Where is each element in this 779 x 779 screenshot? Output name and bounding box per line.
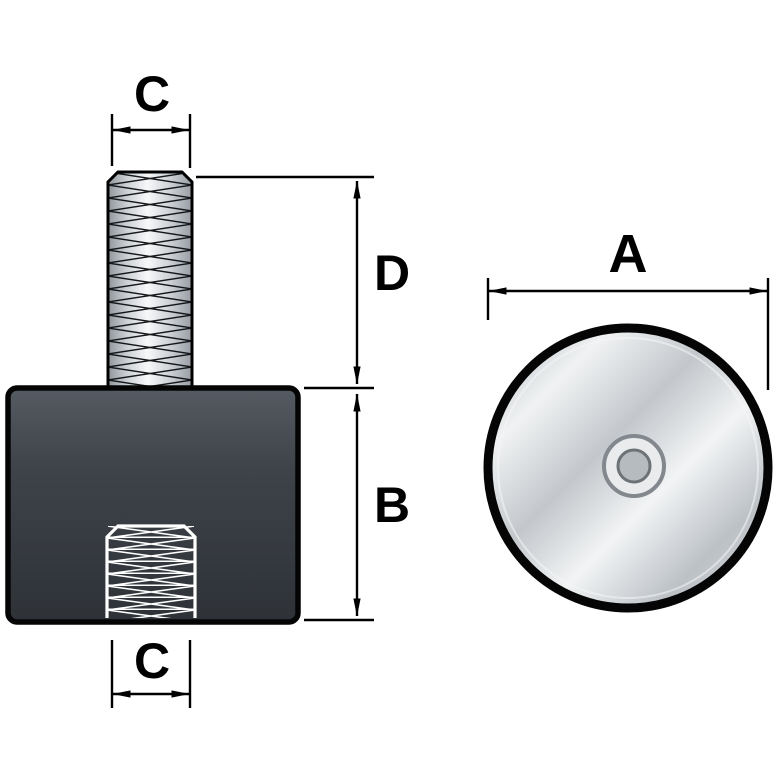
front-view: A (483, 224, 773, 613)
label-thread-diameter-bottom: C (134, 633, 170, 689)
hole-bore (616, 448, 652, 484)
dimension-c-top (110, 114, 192, 168)
label-body-diameter: A (609, 224, 648, 284)
label-thread-diameter-top: C (134, 66, 170, 122)
hole-outline (105, 524, 197, 618)
threaded-stud (106, 170, 194, 392)
dimension-c-bottom (110, 640, 192, 708)
label-stud-length: D (374, 245, 410, 301)
disc-inner-sheen-ring (497, 337, 759, 599)
stud-thread-hatch (108, 172, 192, 390)
rubber-body (5, 385, 301, 625)
hole-thread-hatch (108, 526, 194, 618)
side-view: C D B C (5, 66, 410, 708)
dimension-a (486, 278, 770, 390)
dimension-d (196, 175, 374, 390)
dimension-b (304, 393, 374, 622)
label-body-height: B (374, 477, 410, 533)
center-hole (602, 434, 666, 498)
internal-thread-hole (105, 524, 197, 618)
metal-disc (483, 323, 773, 613)
